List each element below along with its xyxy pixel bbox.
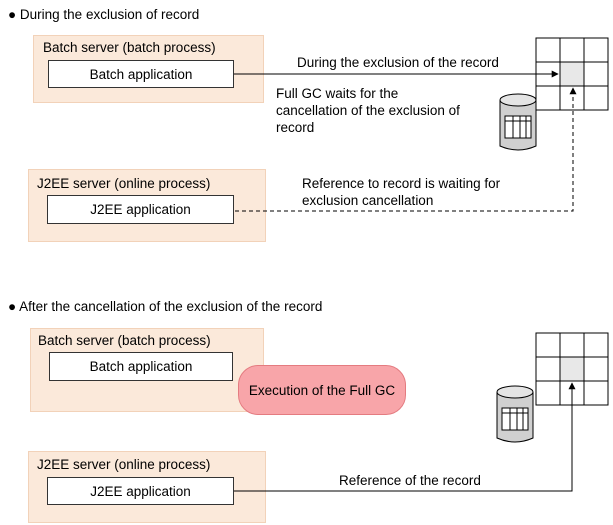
gc-wait-label-line-1: Full GC waits for the bbox=[276, 86, 399, 101]
top-j2ee-server-label: J2EE server (online process) bbox=[37, 176, 211, 191]
full-gc-execution: Execution of the Full GC bbox=[238, 365, 406, 415]
top-locked-record-cell bbox=[559, 61, 585, 87]
reference-wait-label-line-1: Reference to record is waiting for bbox=[302, 176, 501, 191]
top-batch-application: Batch application bbox=[48, 60, 234, 88]
bottom-batch-application: Batch application bbox=[49, 352, 233, 381]
reference-wait-label-line-2: exclusion cancellation bbox=[302, 193, 434, 208]
top-batch-server-label: Batch server (batch process) bbox=[43, 40, 216, 55]
top-section-heading: ● During the exclusion of record bbox=[8, 7, 200, 22]
bottom-j2ee-server-label: J2EE server (online process) bbox=[37, 457, 211, 472]
bottom-database-icon bbox=[496, 385, 534, 443]
reference-label: Reference of the record bbox=[339, 473, 481, 488]
exclusion-label: During the exclusion of the record bbox=[297, 55, 499, 70]
bottom-j2ee-application: J2EE application bbox=[47, 477, 234, 505]
bottom-section-heading: ● After the cancellation of the exclusio… bbox=[8, 299, 323, 314]
bottom-record-cell bbox=[559, 356, 585, 382]
bottom-batch-server-label: Batch server (batch process) bbox=[38, 333, 211, 348]
gc-wait-label-line-2: cancellation of the exclusion of bbox=[276, 103, 460, 118]
top-database-icon bbox=[499, 93, 537, 151]
reference-arrow bbox=[234, 382, 576, 492]
reference-waiting-arrow bbox=[235, 87, 577, 212]
gc-wait-label-line-3: record bbox=[276, 120, 315, 135]
top-j2ee-application: J2EE application bbox=[47, 195, 234, 224]
